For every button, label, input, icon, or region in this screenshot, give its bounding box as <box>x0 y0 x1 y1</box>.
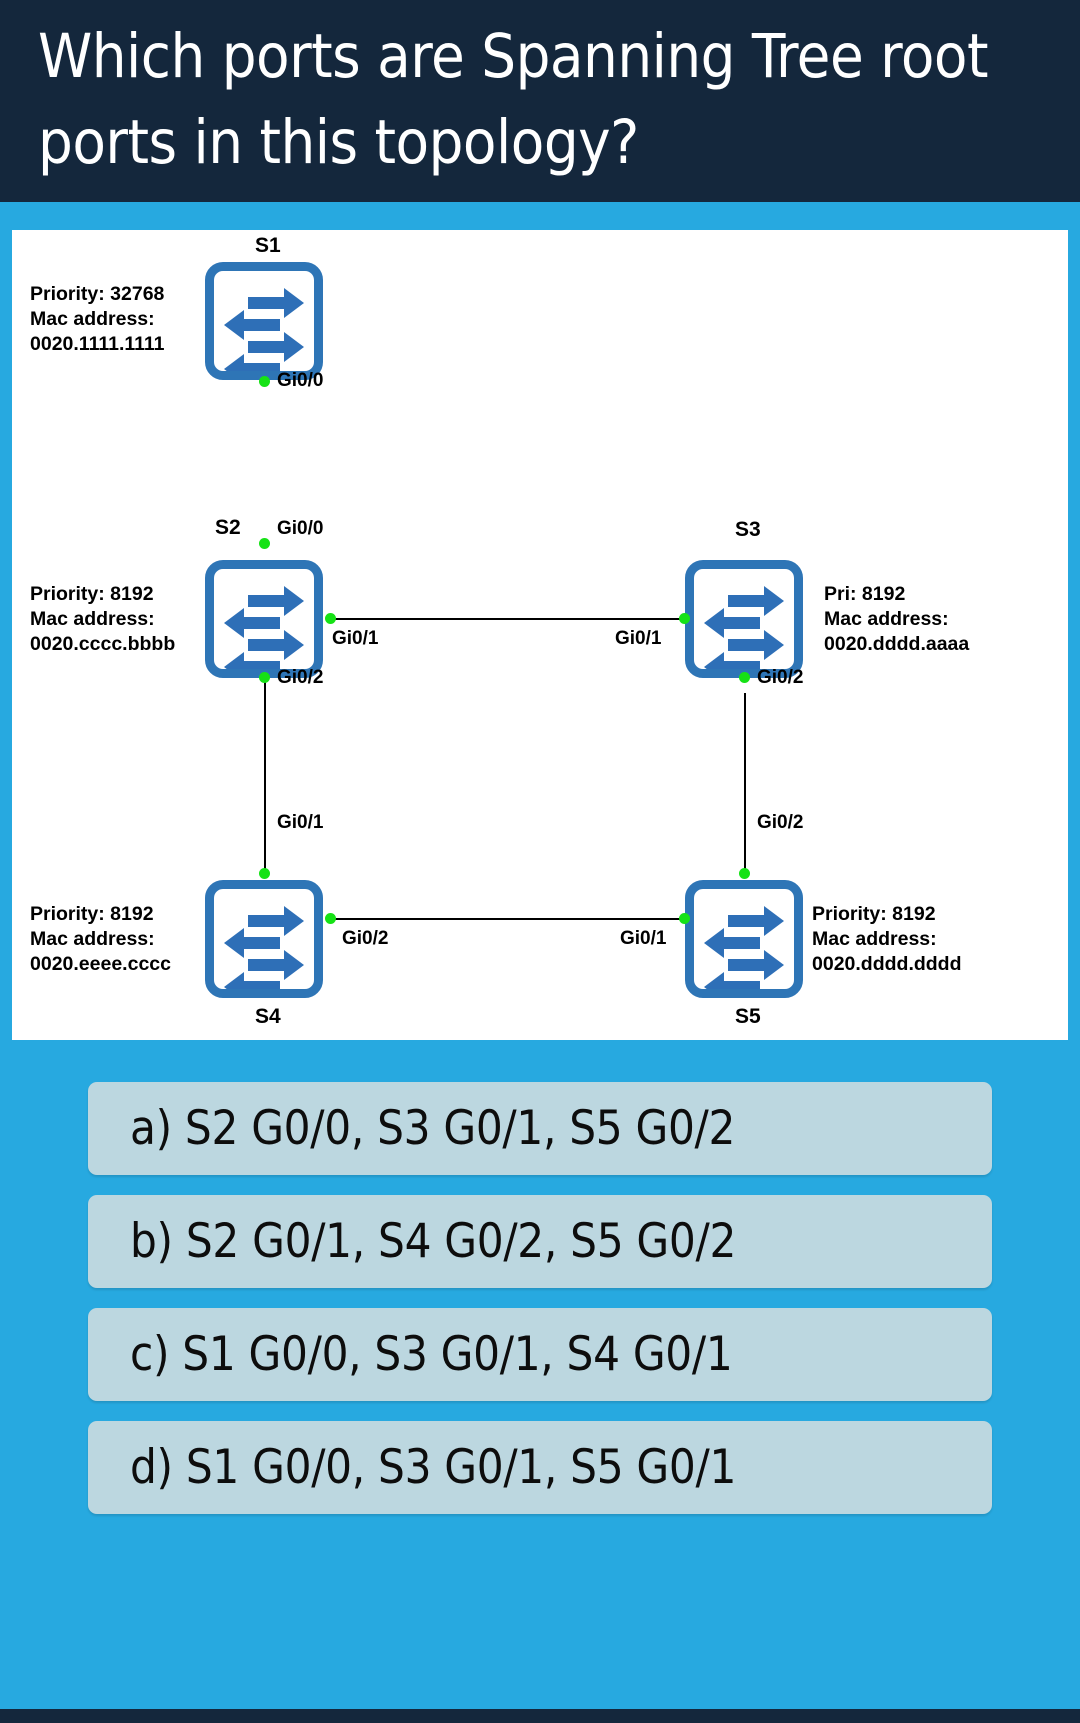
port-dot-s4-right <box>325 913 336 924</box>
node-info-s2: Priority: 8192 Mac address: 0020.cccc.bb… <box>30 582 175 657</box>
node-info-s1-priority: Priority: 32768 <box>30 283 165 305</box>
node-info-s4-mac-value: 0020.eeee.cccc <box>30 953 171 975</box>
answer-option-c[interactable]: c) S1 G0/0, S3 G0/1, S4 G0/1 <box>88 1308 992 1401</box>
footer-bar <box>0 1709 1080 1723</box>
link-s2-s3 <box>330 618 692 620</box>
node-info-s1-mac-value: 0020.1111.1111 <box>30 333 165 355</box>
port-label-s2-up: Gi0/0 <box>277 518 324 539</box>
switch-icon <box>704 586 784 669</box>
network-topology-diagram: S1 Priority: 32768 Mac address: 0020.111… <box>12 230 1068 1040</box>
answer-option-b[interactable]: b) S2 G0/1, S4 G0/2, S5 G0/2 <box>88 1195 992 1288</box>
node-info-s5-mac-value: 0020.dddd.dddd <box>812 953 962 975</box>
answer-option-d[interactable]: d) S1 G0/0, S3 G0/1, S5 G0/1 <box>88 1421 992 1514</box>
node-info-s4-mac-label: Mac address: <box>30 928 155 950</box>
node-label-s4: S4 <box>255 1005 281 1028</box>
node-info-s2-priority: Priority: 8192 <box>30 583 154 605</box>
node-info-s5-priority: Priority: 8192 <box>812 903 936 925</box>
node-info-s2-mac-value: 0020.cccc.bbbb <box>30 633 176 655</box>
node-info-s5: Priority: 8192 Mac address: 0020.dddd.dd… <box>812 902 962 977</box>
port-dot-s3-down <box>739 672 750 683</box>
port-dot-s5-left <box>679 913 690 924</box>
switch-node-s1[interactable] <box>205 262 323 380</box>
link-s4-s5 <box>330 918 692 920</box>
node-info-s1: Priority: 32768 Mac address: 0020.1111.1… <box>30 282 165 357</box>
answer-option-a[interactable]: a) S2 G0/0, S3 G0/1, S5 G0/2 <box>88 1082 992 1175</box>
node-info-s3: Pri: 8192 Mac address: 0020.dddd.aaaa <box>824 582 969 657</box>
node-info-s4-priority: Priority: 8192 <box>30 903 154 925</box>
switch-icon <box>224 586 304 669</box>
diagram-panel-wrapper: S1 Priority: 32768 Mac address: 0020.111… <box>0 202 1080 1040</box>
answer-option-b-label: b) S2 G0/1, S4 G0/2, S5 G0/2 <box>130 1214 737 1269</box>
port-dot-s1-down <box>259 376 270 387</box>
port-label-s3-down: Gi0/2 <box>757 667 804 688</box>
switch-icon <box>224 288 304 371</box>
node-info-s3-mac-label: Mac address: <box>824 608 949 630</box>
switch-icon <box>704 906 784 989</box>
link-s2-to-s4 <box>264 693 266 873</box>
port-label-s5-left: Gi0/1 <box>620 928 667 949</box>
node-info-s1-mac-label: Mac address: <box>30 308 155 330</box>
port-label-s3-left: Gi0/1 <box>615 628 662 649</box>
page-title: Which ports are Spanning Tree root ports… <box>38 21 989 178</box>
node-info-s3-mac-value: 0020.dddd.aaaa <box>824 633 970 655</box>
port-dot-s4-up <box>259 868 270 879</box>
switch-node-s3[interactable] <box>685 560 803 678</box>
question-header: Which ports are Spanning Tree root ports… <box>0 0 1080 202</box>
port-label-s5-up: Gi0/2 <box>757 812 804 833</box>
switch-node-s4[interactable] <box>205 880 323 998</box>
node-info-s5-mac-label: Mac address: <box>812 928 937 950</box>
port-label-s2-down: Gi0/2 <box>277 667 324 688</box>
port-label-s2-right: Gi0/1 <box>332 628 379 649</box>
port-label-s4-right: Gi0/2 <box>342 928 389 949</box>
link-s3-to-s5 <box>744 693 746 873</box>
node-info-s3-priority: Pri: 8192 <box>824 583 906 605</box>
answer-options-list: a) S2 G0/0, S3 G0/1, S5 G0/2 b) S2 G0/1,… <box>0 1040 1080 1514</box>
node-label-s1: S1 <box>255 234 281 257</box>
answer-option-c-label: c) S1 G0/0, S3 G0/1, S4 G0/1 <box>130 1327 733 1382</box>
switch-node-s2[interactable] <box>205 560 323 678</box>
node-info-s4: Priority: 8192 Mac address: 0020.eeee.cc… <box>30 902 171 977</box>
port-label-s1-down: Gi0/0 <box>277 370 324 391</box>
answer-option-d-label: d) S1 G0/0, S3 G0/1, S5 G0/1 <box>130 1440 737 1495</box>
answer-option-a-label: a) S2 G0/0, S3 G0/1, S5 G0/2 <box>130 1101 736 1156</box>
port-dot-s5-up <box>739 868 750 879</box>
switch-node-s5[interactable] <box>685 880 803 998</box>
node-label-s2: S2 <box>215 516 241 539</box>
port-dot-s2-up <box>259 538 270 549</box>
port-dot-s2-down <box>259 672 270 683</box>
node-label-s5: S5 <box>735 1005 761 1028</box>
node-info-s2-mac-label: Mac address: <box>30 608 155 630</box>
switch-icon <box>224 906 304 989</box>
port-dot-s2-right <box>325 613 336 624</box>
node-label-s3: S3 <box>735 518 761 541</box>
port-label-s4-up: Gi0/1 <box>277 812 324 833</box>
port-dot-s3-left <box>679 613 690 624</box>
